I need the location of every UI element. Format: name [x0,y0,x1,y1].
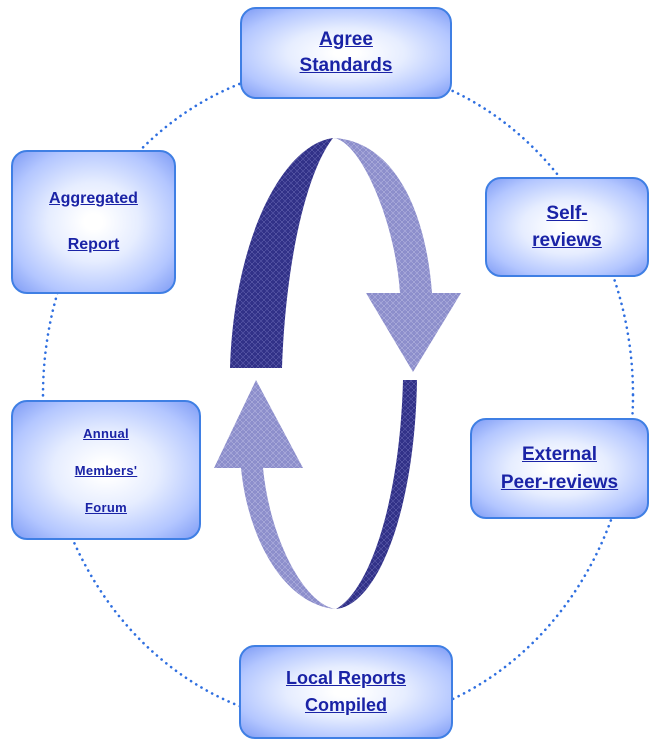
local-reports-compiled-link[interactable]: Local Reports Compiled [286,665,406,719]
annual-forum-line1: Annual [83,425,129,441]
aggregated-report-node[interactable]: Aggregated Report [11,150,176,294]
self-reviews-line2: reviews [532,230,602,251]
local-reports-line1: Local Reports [285,668,407,688]
local-reports-compiled-node[interactable]: Local Reports Compiled [239,645,453,739]
top-arrow-light-band [333,138,461,372]
annual-forum-line3: Forum [85,499,127,515]
bottom-arrow-dark-band [336,380,417,609]
annual-members-forum-node[interactable]: Annual Members' Forum [11,400,201,540]
annual-forum-line2: Members' [74,462,138,478]
agree-standards-line1: Agree [319,29,373,50]
aggregated-report-line1: Aggregated [49,190,138,207]
external-peer-reviews-line1: External [522,443,597,465]
external-peer-reviews-link[interactable]: External Peer-reviews [501,441,618,497]
self-reviews-line1: Self- [546,203,588,224]
bottom-arrow-light-band [214,380,336,609]
self-reviews-link[interactable]: Self- reviews [532,200,602,254]
annual-members-forum-link[interactable]: Annual Members' Forum [75,415,138,526]
top-arrow-dark-band [230,138,333,368]
external-peer-reviews-line2: Peer-reviews [500,471,619,493]
self-reviews-node[interactable]: Self- reviews [485,177,649,277]
external-peer-reviews-node[interactable]: External Peer-reviews [470,418,649,519]
agree-standards-line2: Standards [299,55,393,76]
aggregated-report-line2: Report [67,236,120,253]
agree-standards-node[interactable]: Agree Standards [240,7,452,99]
aggregated-report-link[interactable]: Aggregated Report [49,176,138,268]
dotted-cycle-ring [41,63,635,727]
agree-standards-link[interactable]: Agree Standards [300,27,393,79]
local-reports-line2: Compiled [304,695,387,715]
